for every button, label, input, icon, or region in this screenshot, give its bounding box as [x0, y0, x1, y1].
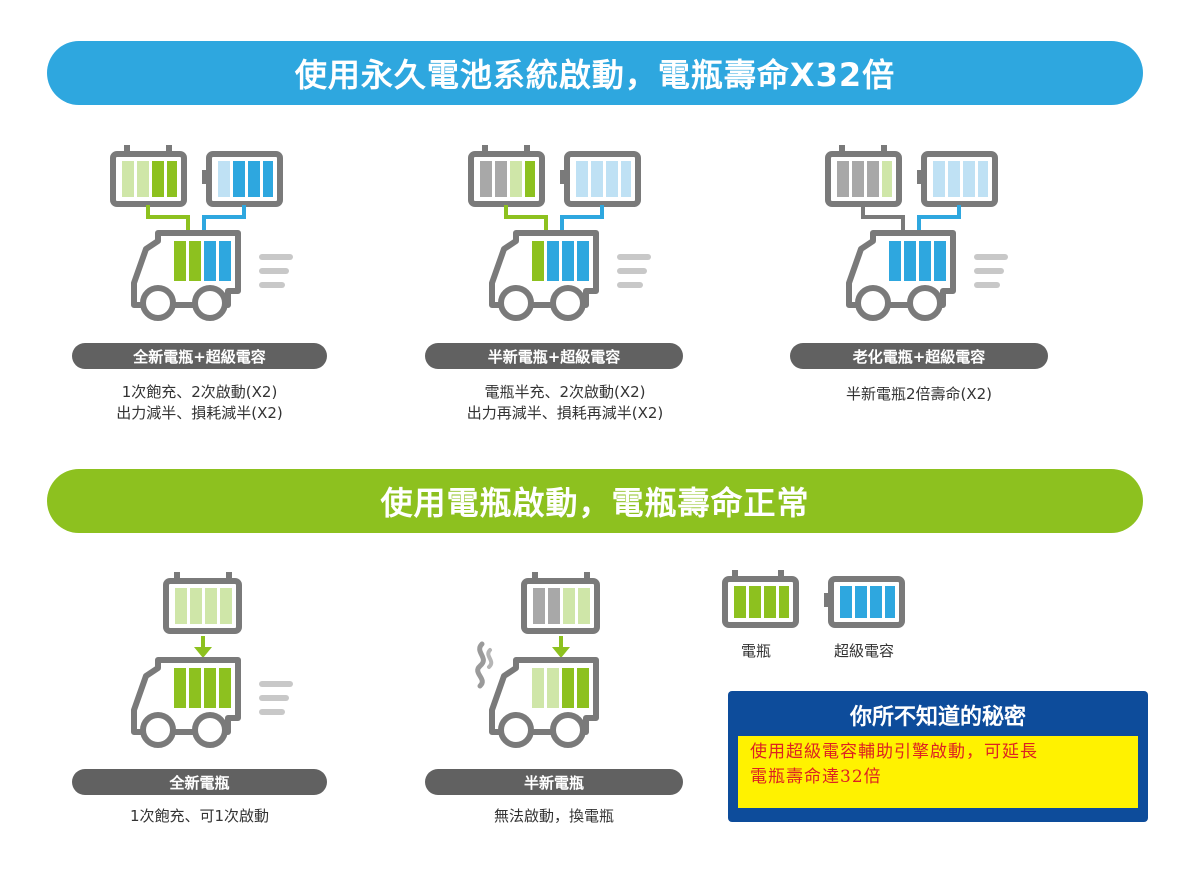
- smoke-icon: [475, 641, 494, 689]
- legend-icons: [722, 570, 905, 628]
- car-battery-icon: [110, 145, 187, 207]
- banner-permanent-battery: 使用永久電池系統啟動，電瓶壽命X32倍: [47, 41, 1143, 105]
- car-battery-icon: [825, 145, 902, 207]
- car-battery-icon: [163, 572, 242, 634]
- car-battery-icon: [521, 572, 600, 634]
- new-battery-capacitor-illustration: [110, 145, 293, 321]
- down-arrow-icon: [194, 636, 212, 658]
- desc-line: 出力減半、損耗減半(X2): [116, 404, 283, 422]
- desc-half-battery-capacitor: 電瓶半充、2次啟動(X2) 出力再減半、損耗再減半(X2): [425, 382, 705, 424]
- supercapacitor-icon: [560, 151, 641, 207]
- new-battery-illustration: [131, 572, 293, 748]
- desc-aged-battery-capacitor: 半新電瓶2倍壽命(X2): [790, 384, 1048, 405]
- secret-box-title: 你所不知道的秘密: [849, 705, 1026, 730]
- desc-new-battery-capacitor: 1次飽充、2次啟動(X2) 出力減半、損耗減半(X2): [72, 382, 327, 424]
- truck-icon: [131, 657, 241, 748]
- legend-battery-label: 電瓶: [741, 642, 772, 660]
- truck-icon: [489, 657, 599, 748]
- down-arrow-icon: [552, 636, 570, 658]
- banner-battery-only: 使用電瓶啟動，電瓶壽命正常: [47, 469, 1143, 533]
- label-new-battery: 全新電瓶: [72, 769, 327, 795]
- aged-battery-capacitor-illustration: [825, 145, 1008, 321]
- supercapacitor-icon: [917, 151, 998, 207]
- speed-lines-icon: [259, 681, 293, 715]
- car-battery-icon: [468, 145, 545, 207]
- supercapacitor-icon: [824, 576, 905, 628]
- supercapacitor-icon: [202, 151, 283, 207]
- secret-box-body: 使用超級電容輔助引擎啟動，可延長 電瓶壽命達32倍: [738, 736, 1138, 808]
- desc-new-battery: 1次飽充、可1次啟動: [72, 806, 327, 827]
- secret-box: 你所不知道的秘密 使用超級電容輔助引擎啟動，可延長 電瓶壽命達32倍: [728, 691, 1148, 822]
- desc-line: 無法啟動，換電瓶: [493, 807, 614, 825]
- car-battery-icon: [722, 570, 799, 628]
- speed-lines-icon: [259, 254, 293, 288]
- label-half-battery: 半新電瓶: [425, 769, 683, 795]
- label-half-battery-capacitor: 半新電瓶+超級電容: [425, 343, 683, 369]
- speed-lines-icon: [617, 254, 651, 288]
- label-new-battery-capacitor: 全新電瓶+超級電容: [72, 343, 327, 369]
- truck-icon: [489, 230, 599, 321]
- truck-icon: [846, 230, 956, 321]
- legend-capacitor-label: 超級電容: [834, 642, 895, 660]
- secret-body-line: 電瓶壽命達32倍: [750, 767, 882, 787]
- desc-line: 出力再減半、損耗再減半(X2): [466, 404, 664, 422]
- label-aged-battery-capacitor: 老化電瓶+超級電容: [790, 343, 1048, 369]
- desc-line: 1次飽充、可1次啟動: [129, 807, 270, 825]
- half-battery-illustration: [475, 572, 600, 748]
- half-battery-capacitor-illustration: [468, 145, 651, 321]
- secret-body-line: 使用超級電容輔助引擎啟動，可延長: [750, 742, 1038, 762]
- desc-half-battery: 無法啟動，換電瓶: [425, 806, 683, 827]
- speed-lines-icon: [974, 254, 1008, 288]
- desc-line: 電瓶半充、2次啟動(X2): [484, 383, 646, 401]
- desc-line: 半新電瓶2倍壽命(X2): [845, 385, 993, 403]
- truck-icon: [131, 230, 241, 321]
- desc-line: 1次飽充、2次啟動(X2): [121, 383, 278, 401]
